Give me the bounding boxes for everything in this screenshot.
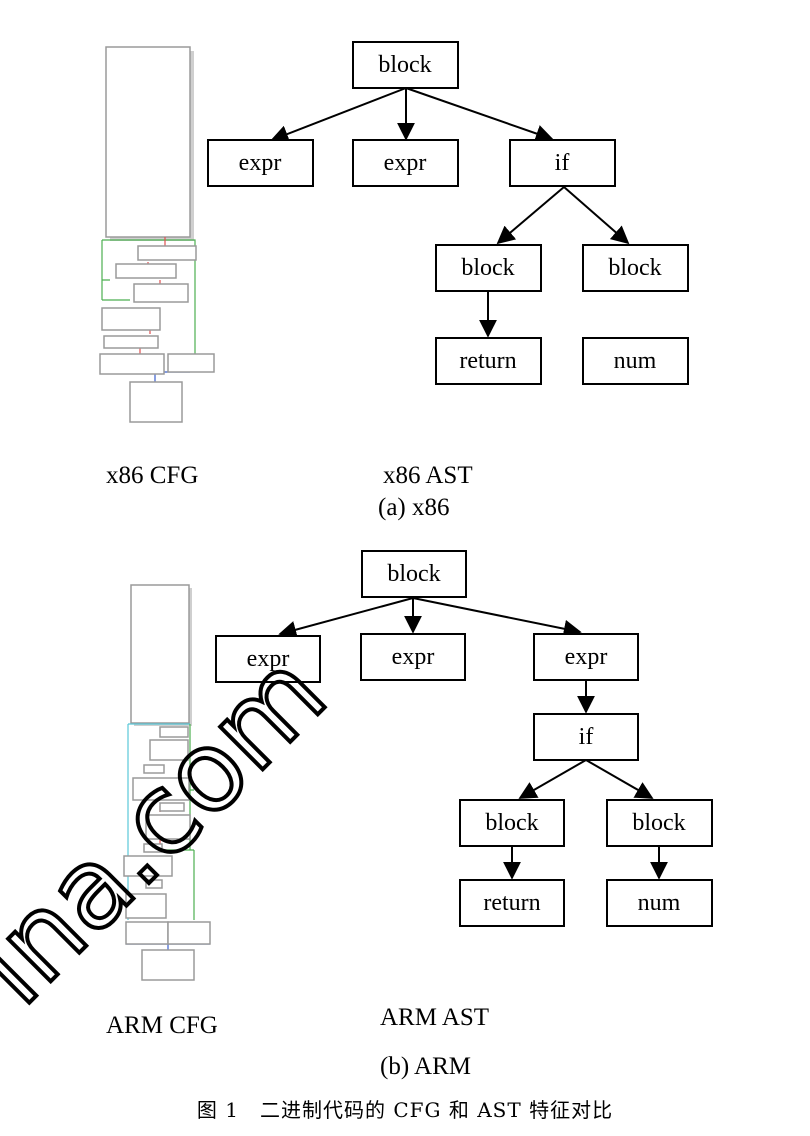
svg-text:block: block xyxy=(387,561,440,587)
arm-edge-block-expr1 xyxy=(278,597,414,639)
arm-node-expr-1: expr xyxy=(215,635,321,683)
x86-ast-label: x86 AST xyxy=(383,462,473,489)
svg-text:return: return xyxy=(459,348,516,374)
x86-edge-if-block1 xyxy=(496,186,565,245)
svg-text:block: block xyxy=(632,810,685,836)
x86-node-block-root: block xyxy=(352,41,459,89)
arm-node-if: if xyxy=(533,713,639,761)
arm-node-block-left: block xyxy=(459,799,565,847)
x86-node-block-right: block xyxy=(582,244,689,292)
svg-text:expr: expr xyxy=(392,644,435,670)
x86-edge-if-block2 xyxy=(563,186,630,245)
arm-node-num: num xyxy=(606,879,713,927)
x86-edge-block-expr1 xyxy=(270,87,407,143)
figure-caption: 图 1 二进制代码的 CFG 和 AST 特征对比 xyxy=(197,1098,613,1122)
arm-ast-label: ARM AST xyxy=(380,1004,489,1031)
svg-text:num: num xyxy=(614,348,657,374)
arm-subcaption: (b) ARM xyxy=(380,1053,471,1080)
svg-text:if: if xyxy=(579,724,594,750)
x86-node-expr-2: expr xyxy=(352,139,459,187)
svg-text:block: block xyxy=(608,255,661,281)
svg-text:if: if xyxy=(555,150,570,176)
svg-text:return: return xyxy=(483,890,540,916)
arm-edge-if-block1 xyxy=(518,759,587,799)
svg-text:expr: expr xyxy=(247,646,290,672)
arm-node-block-root: block xyxy=(361,550,467,598)
x86-ast-tree: block expr expr if block block return n xyxy=(207,41,689,385)
x86-node-expr-1: expr xyxy=(207,139,314,187)
arm-node-expr-3: expr xyxy=(533,633,639,681)
x86-edge-block-if xyxy=(405,87,554,143)
svg-text:block: block xyxy=(485,810,538,836)
x86-cfg-label: x86 CFG xyxy=(106,462,198,489)
x86-node-if: if xyxy=(509,139,616,187)
x86-node-block-left: block xyxy=(435,244,542,292)
arm-edge-block-expr3 xyxy=(412,597,582,638)
x86-cfg-graph xyxy=(99,46,215,423)
x86-subcaption: (a) x86 xyxy=(378,494,450,521)
arm-edge-if-block2 xyxy=(585,759,654,799)
svg-text:num: num xyxy=(638,890,681,916)
svg-text:expr: expr xyxy=(384,150,427,176)
svg-text:block: block xyxy=(461,255,514,281)
arm-ast-tree: block expr expr expr if block block ret xyxy=(215,550,713,927)
x86-node-num: num xyxy=(582,337,689,385)
svg-text:block: block xyxy=(378,52,431,78)
arm-node-block-right: block xyxy=(606,799,713,847)
x86-node-return: return xyxy=(435,337,542,385)
svg-text:expr: expr xyxy=(565,644,608,670)
arm-cfg-label: ARM CFG xyxy=(106,1012,218,1039)
arm-node-expr-2: expr xyxy=(360,633,466,681)
arm-node-return: return xyxy=(459,879,565,927)
svg-text:expr: expr xyxy=(239,150,282,176)
arm-cfg-graph xyxy=(123,584,211,981)
